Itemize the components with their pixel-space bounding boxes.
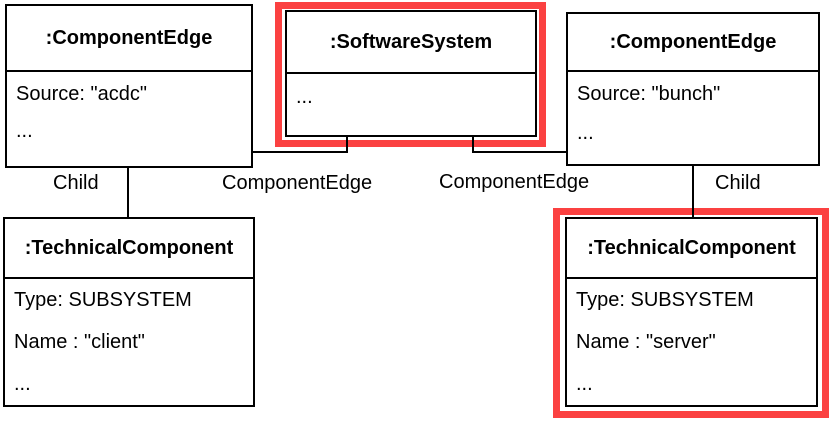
edge-label-componentedge-right: ComponentEdge bbox=[439, 171, 590, 193]
edge-label-componentedge-left: ComponentEdge bbox=[222, 172, 373, 194]
attribute-line: Type: SUBSYSTEM bbox=[14, 289, 192, 311]
attribute-line: ... bbox=[576, 373, 593, 395]
attribute-line: ... bbox=[16, 120, 33, 142]
attribute-line: Type: SUBSYSTEM bbox=[576, 289, 754, 311]
attribute-line: ... bbox=[577, 122, 594, 144]
object-title: :TechnicalComponent bbox=[5, 219, 253, 279]
attribute-line: Name : "client" bbox=[14, 331, 145, 353]
attribute-line: Source: "bunch" bbox=[577, 83, 721, 105]
edge-line-componentedge-left-horizontal bbox=[252, 151, 348, 153]
edge-label-child-right: Child bbox=[715, 172, 761, 194]
attributes-compartment: Type: SUBSYSTEM Name : "server" ... bbox=[567, 279, 816, 394]
edge-line-componentedge-right-horizontal bbox=[472, 151, 568, 153]
object-node-component-edge-left: :ComponentEdge Source: "acdc" ... bbox=[5, 4, 253, 168]
object-node-software-system: :SoftwareSystem ... bbox=[285, 10, 537, 137]
object-title: :SoftwareSystem bbox=[287, 12, 535, 74]
attributes-compartment: Source: "bunch" ... bbox=[568, 72, 818, 143]
attribute-line: Source: "acdc" bbox=[16, 83, 147, 105]
attribute-line: Name : "server" bbox=[576, 331, 716, 353]
edge-label-child-left: Child bbox=[53, 172, 99, 194]
attribute-line: ... bbox=[14, 373, 31, 395]
attributes-compartment: Type: SUBSYSTEM Name : "client" ... bbox=[5, 279, 253, 394]
edge-line-child-left bbox=[127, 166, 129, 218]
attribute-line: ... bbox=[296, 86, 313, 108]
object-title: :ComponentEdge bbox=[7, 6, 251, 72]
edge-line-child-right bbox=[692, 164, 694, 218]
attributes-compartment: Source: "acdc" ... bbox=[7, 72, 251, 141]
object-title: :ComponentEdge bbox=[568, 14, 818, 72]
object-node-technical-component-right: :TechnicalComponent Type: SUBSYSTEM Name… bbox=[565, 217, 818, 407]
attributes-compartment: ... bbox=[287, 74, 535, 107]
object-title: :TechnicalComponent bbox=[567, 219, 816, 279]
object-node-technical-component-left: :TechnicalComponent Type: SUBSYSTEM Name… bbox=[3, 217, 255, 407]
object-node-component-edge-right: :ComponentEdge Source: "bunch" ... bbox=[566, 12, 820, 166]
